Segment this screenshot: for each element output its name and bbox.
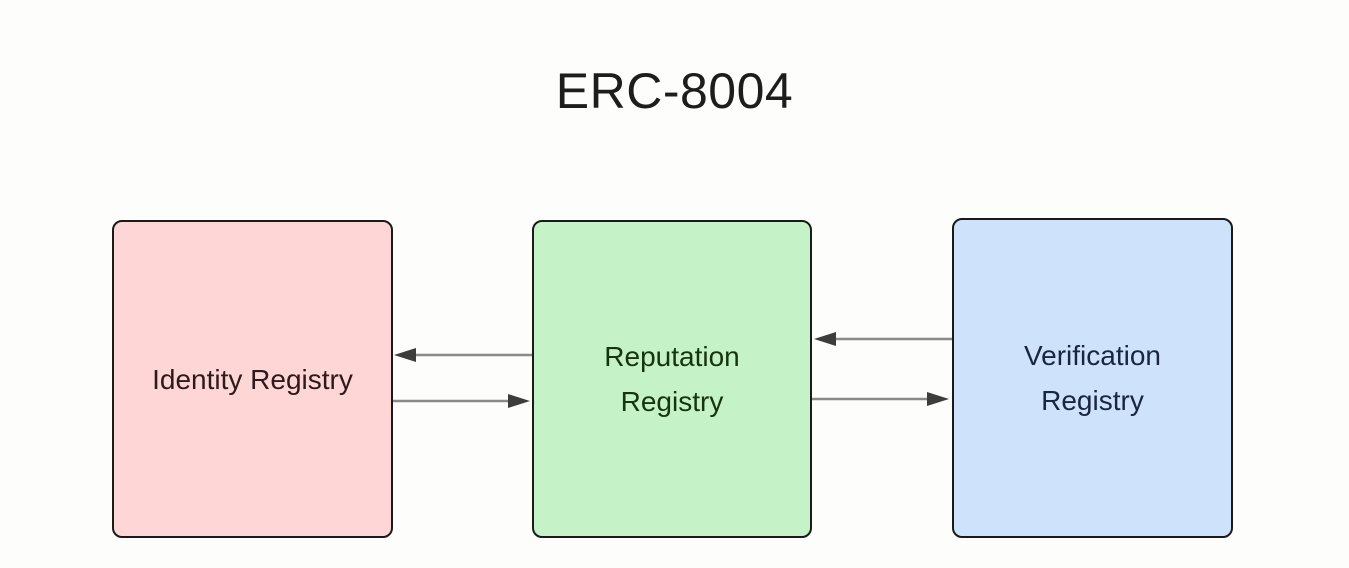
node-label: Verification Registry [1024, 340, 1161, 416]
arrowhead-right-icon [927, 392, 949, 406]
arrowhead-right-icon [508, 394, 530, 408]
arrow-verification-to-reputation [814, 332, 952, 346]
arrow-reputation-to-verification [812, 392, 949, 406]
arrowhead-left-icon [814, 332, 836, 346]
node-identity-registry: Identity Registry [112, 220, 393, 538]
arrowhead-left-icon [394, 348, 416, 362]
arrow-reputation-to-identity [394, 348, 532, 362]
arrow-identity-to-reputation [393, 394, 530, 408]
node-verification-registry: Verification Registry [952, 218, 1233, 538]
node-reputation-registry: Reputation Registry [532, 220, 812, 538]
diagram-title: ERC-8004 [555, 63, 794, 119]
node-label: Identity Registry [152, 363, 353, 395]
node-label: Reputation Registry [604, 341, 740, 417]
